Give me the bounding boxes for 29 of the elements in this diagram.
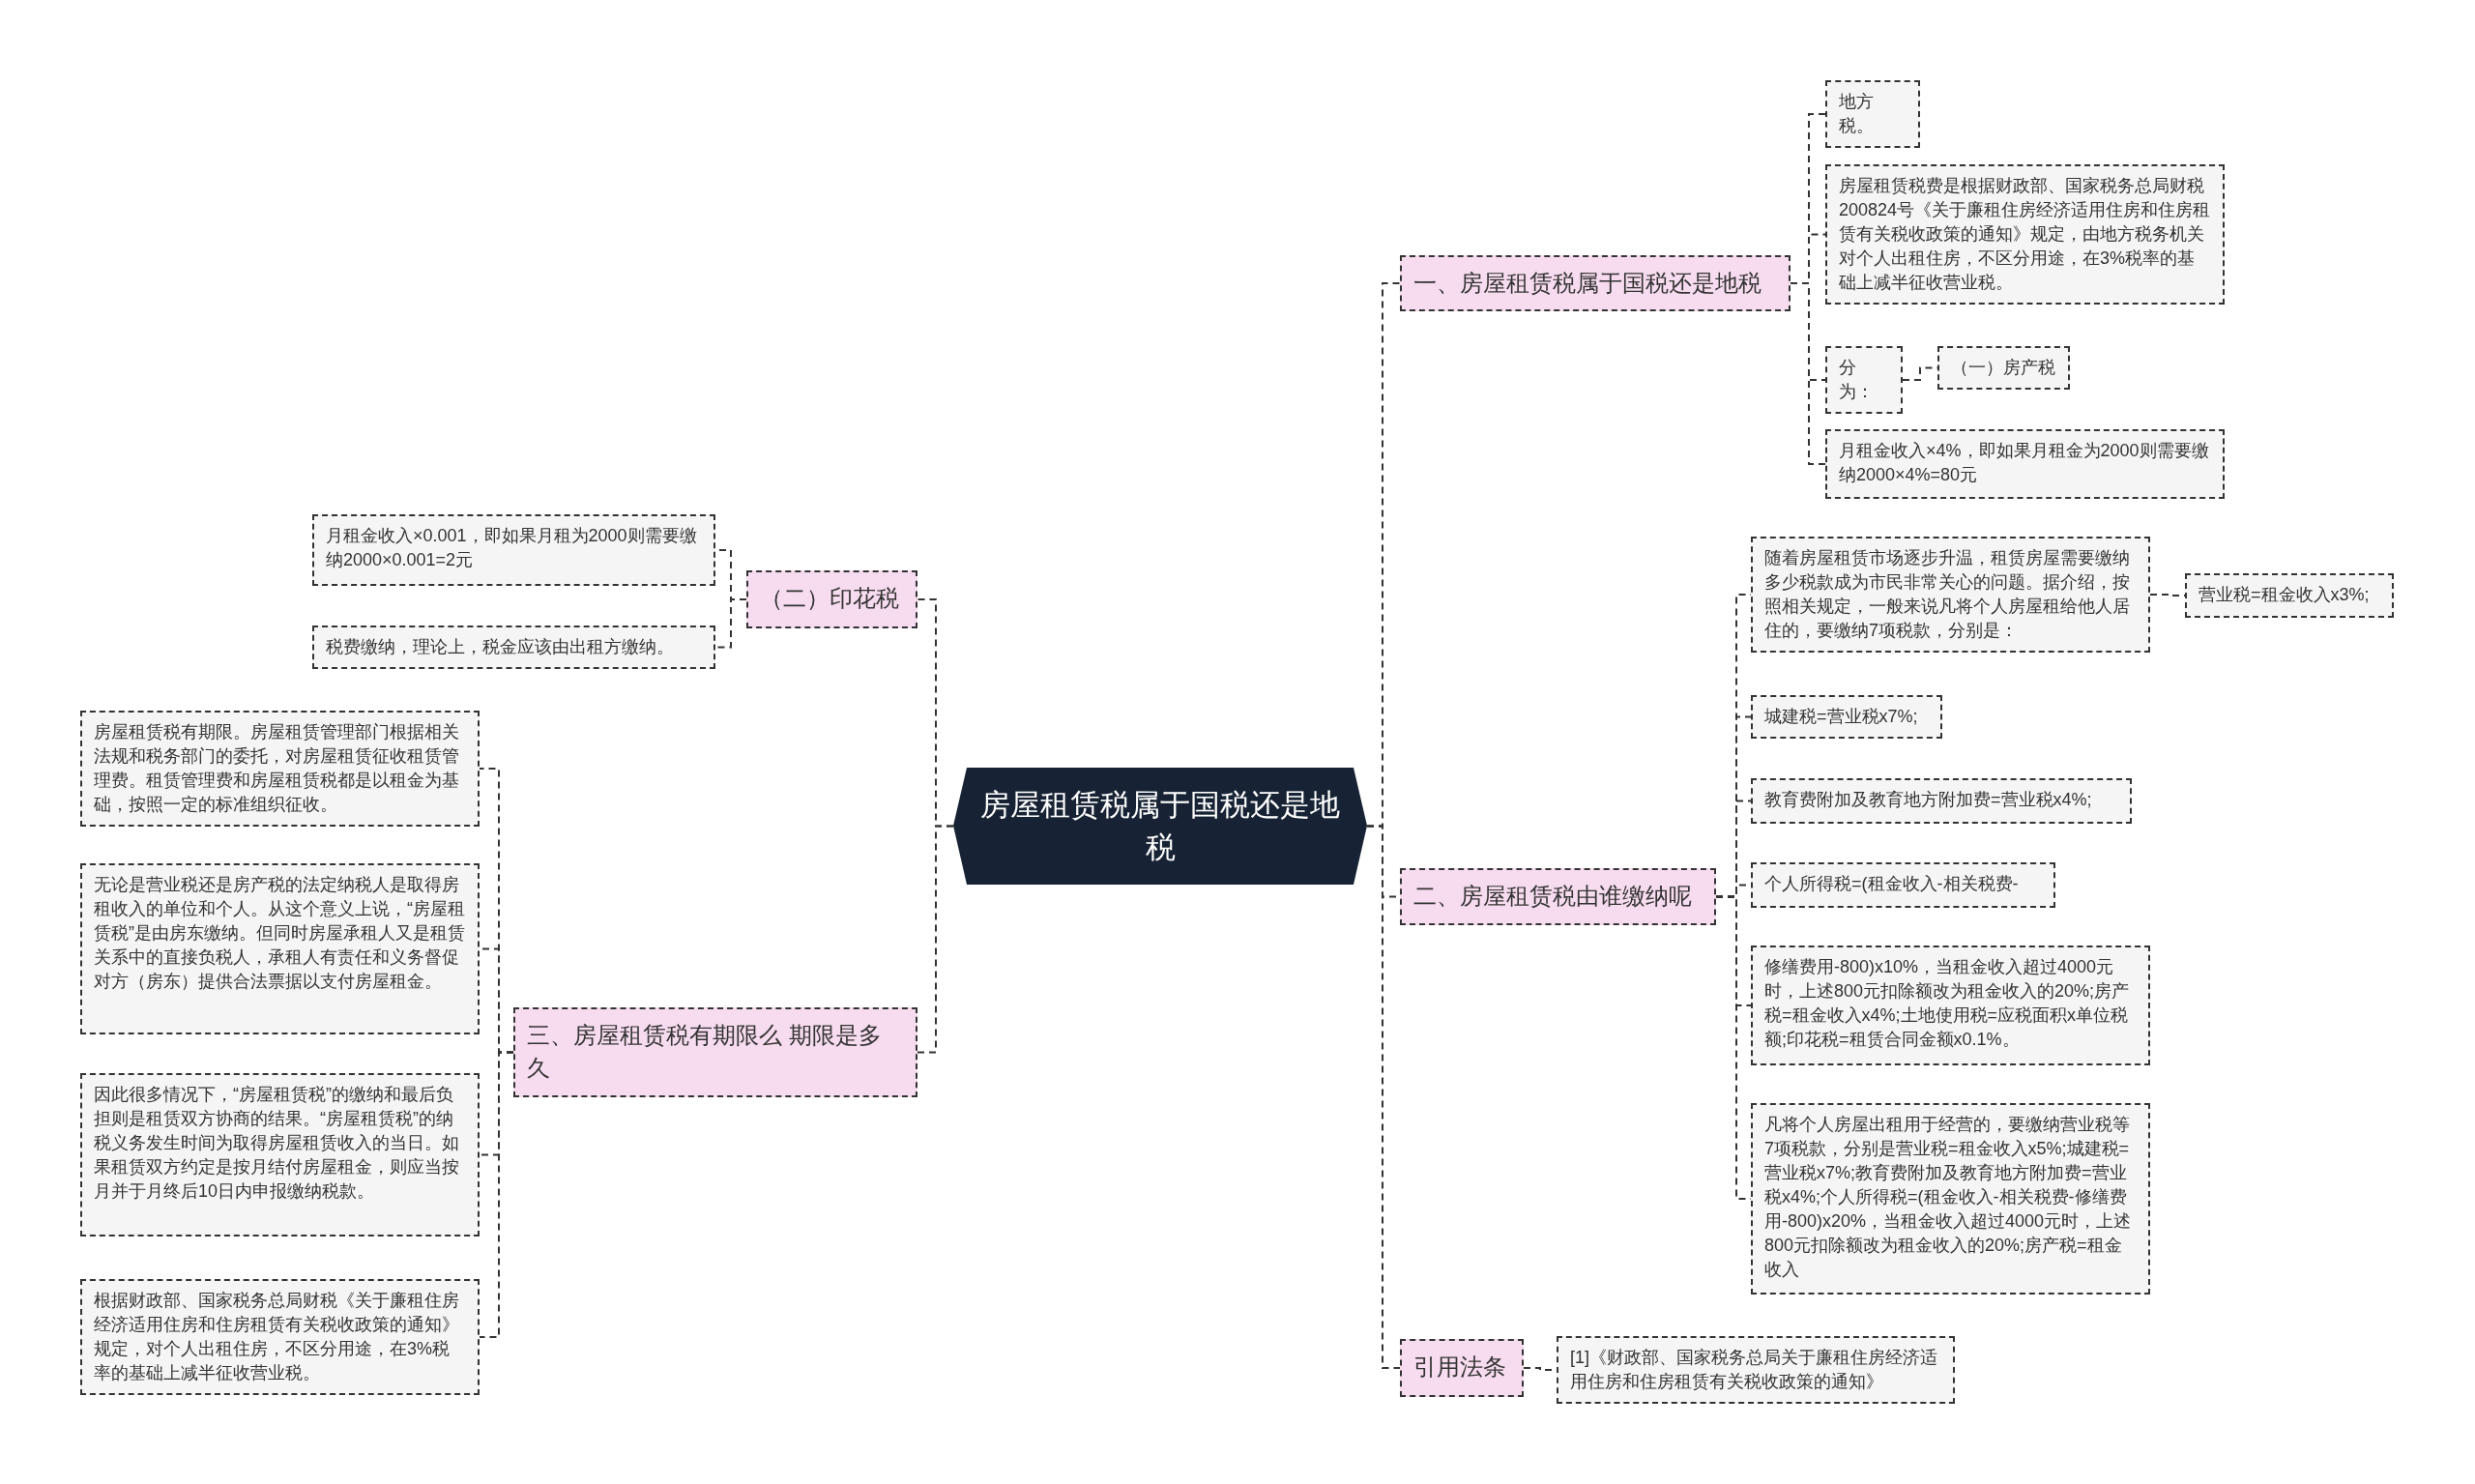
topic-box: （二）印花税: [746, 570, 917, 628]
note-box: 房屋租赁税有期限。房屋租赁管理部门根据相关法规和税务部门的委托，对房屋租赁征收租赁管理费。租赁管理费和房屋租赁税都是以租金为基础，按照一定的标准组织征收。: [80, 711, 480, 827]
topic-box: 引用法条: [1400, 1339, 1524, 1397]
note-box: 房屋租赁税费是根据财政部、国家税务总局财税200824号《关于廉租住房经济适用住房和住房租赁有关税收政策的通知》规定，由地方税务机关对个人出租住房，不区分用途，在3%税率的基础上减半征收营业税。: [1825, 164, 2225, 305]
central-topic: 房屋租赁税属于国税还是地税: [953, 768, 1367, 885]
note-box: 分为：: [1825, 346, 1903, 414]
note-box: 营业税=租金收入x3%;: [2185, 573, 2394, 618]
note-box: [1]《财政部、国家税务总局关于廉租住房经济适用住房和住房租赁有关税收政策的通知》: [1557, 1336, 1955, 1404]
note-box: 修缮费用-800)x10%，当租金收入超过4000元时，上述800元扣除额改为租金收入的20%;房产税=租金收入x4%;土地使用税=应税面积x单位税额;印花税=租赁合同金额x0.1%。: [1751, 946, 2150, 1065]
note-box: 因此很多情况下，“房屋租赁税”的缴纳和最后负担则是租赁双方协商的结果。“房屋租赁税”的纳税义务发生时间为取得房屋租赁收入的当日。如果租赁双方约定是按月结付房屋租金，则应当按月并于月终后10日内申报缴纳税款。: [80, 1073, 480, 1237]
topic-box: 三、房屋租赁税有期限么 期限是多久: [513, 1007, 917, 1097]
note-box: 教育费附加及教育地方附加费=营业税x4%;: [1751, 778, 2132, 824]
connector: [917, 825, 954, 1054]
note-box: （一）房产税: [1937, 346, 2070, 390]
note-box: 税费缴纳，理论上，税金应该由出租方缴纳。: [312, 626, 715, 669]
note-box: 个人所得税=(租金收入-相关税费-: [1751, 862, 2055, 908]
note-box: 城建税=营业税x7%;: [1751, 695, 1942, 739]
note-box: 根据财政部、国家税务总局财税《关于廉租住房经济适用住房和住房租赁有关税收政策的通知》规定，对个人出租住房，不区分用途，在3%税率的基础上减半征收营业税。: [80, 1279, 480, 1395]
topic-box: 二、房屋租赁税由谁缴纳呢: [1400, 868, 1716, 925]
note-box: 地方税。: [1825, 80, 1920, 148]
note-box: 月租金收入×0.001，即如果月租为2000则需要缴纳2000×0.001=2元: [312, 514, 715, 586]
connector: [479, 1051, 514, 1338]
connector: [1790, 282, 1826, 465]
note-box: 随着房屋租赁市场逐步升温，租赁房屋需要缴纳多少税款成为市民非常关心的问题。据介绍，按照相关规定，一般来说凡将个人房屋租给他人居住的，要缴纳7项税款，分别是：: [1751, 537, 2150, 653]
note-box: 无论是营业税还是房产税的法定纳税人是取得房租收入的单位和个人。从这个意义上说，“房屋租赁税”是由房东缴纳。但同时房屋承租人又是租赁关系中的直接负税人，承租人有责任和义务督促对方（房东）提供合法票据以支付房屋租金。: [80, 863, 480, 1034]
note-box: 凡将个人房屋出租用于经营的，要缴纳营业税等7项税款，分别是营业税=租金收入x5%;城建税=营业税x7%;教育费附加及教育地方附加费=营业税x4%;个人所得税=(租金收入-相关税费-修缮费用-800)x20%，当租金收入超过4000元时，上述800元扣除额改为租金收入的20%;房产税=租金收入: [1751, 1103, 2150, 1295]
topic-box: 一、房屋租赁税属于国税还是地税: [1400, 255, 1791, 311]
note-box: 月租金收入×4%，即如果月租金为2000则需要缴纳2000×4%=80元: [1825, 429, 2225, 499]
connector: [1366, 825, 1401, 1369]
